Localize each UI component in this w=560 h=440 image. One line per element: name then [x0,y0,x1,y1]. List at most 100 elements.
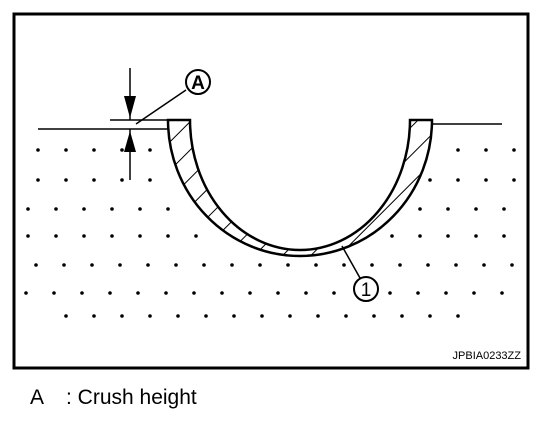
housing-dot [138,234,142,238]
housing-dot [82,234,86,238]
housing-dot [176,314,180,318]
housing-dot [92,314,96,318]
diagram-frame [12,12,530,370]
housing-dot [120,178,124,182]
housing-dot [344,314,348,318]
housing-dot [148,178,152,182]
housing-dot [80,291,84,295]
legend-text: : Crush height [66,386,197,409]
housing-dot [456,178,460,182]
housing-dot [166,207,170,211]
housing-dot [258,263,262,267]
housing-dot [230,263,234,267]
housing-dot [390,234,394,238]
housing-dot [388,291,392,295]
housing-dot-pattern [24,148,516,318]
housing-dot [138,207,142,211]
housing-dot [136,291,140,295]
housing-dot [92,178,96,182]
housing-dot [472,291,476,295]
housing-dot [446,207,450,211]
housing-dot [146,263,150,267]
housing-dot [512,178,516,182]
housing-dot [34,263,38,267]
housing-dot [512,148,516,152]
housing-dot [26,207,30,211]
housing-dot [90,263,94,267]
housing-dot [24,291,28,295]
housing-dot [120,314,124,318]
housing-dot [456,148,460,152]
housing-dot [148,148,152,152]
housing-dot [36,148,40,152]
housing-dot [482,263,486,267]
housing-dot [428,178,432,182]
housing-dot [444,291,448,295]
housing-dot [304,291,308,295]
housing-dot [52,291,56,295]
housing-dot [502,207,506,211]
housing-dot [110,207,114,211]
housing-dot [260,314,264,318]
housing-dot [400,314,404,318]
housing-dot [474,234,478,238]
housing-dot [54,234,58,238]
bearing-crush-diagram: A 1 JPBIA0233ZZ [12,12,530,370]
housing-dot [36,178,40,182]
housing-dot [194,234,198,238]
housing-dot [64,314,68,318]
housing-dot [148,314,152,318]
housing-dot [418,234,422,238]
housing-dot [454,263,458,267]
housing-dot [204,314,208,318]
housing-dot [64,148,68,152]
housing-dot [418,207,422,211]
housing-dot [316,314,320,318]
housing-dot [166,234,170,238]
housing-dot [500,291,504,295]
housing-dot [192,291,196,295]
figure-id: JPBIA0233ZZ [453,350,522,362]
housing-dot [446,234,450,238]
callout-1-label: 1 [361,280,372,301]
housing-dot [510,263,514,267]
housing-dot [202,263,206,267]
housing-dot [64,178,68,182]
housing-dot [426,263,430,267]
housing-dot [118,263,122,267]
housing-dot [484,148,488,152]
housing-dot [332,291,336,295]
callout-1: 1 [341,245,379,302]
housing-dot [286,263,290,267]
housing-dot [220,291,224,295]
housing-dot [62,263,66,267]
housing-dot [288,314,292,318]
housing-dot [484,178,488,182]
housing-dot [110,234,114,238]
legend-key: A [30,386,45,409]
housing-dot [370,263,374,267]
housing-dot [120,148,124,152]
bearing-shell [166,118,434,258]
housing-dot [164,291,168,295]
callout-a: A [135,69,211,125]
housing-dot [26,234,30,238]
housing-dot [502,234,506,238]
housing-dot [54,207,58,211]
housing-dot [456,314,460,318]
housing-dot [416,291,420,295]
crush-height-dimension [124,68,136,180]
housing-dot [342,263,346,267]
housing-dot [314,263,318,267]
housing-dot [276,291,280,295]
housing-dot [398,263,402,267]
housing-dot [474,207,478,211]
housing-dot [82,207,86,211]
housing-dot [92,148,96,152]
housing-dot [232,314,236,318]
housing-dot [372,314,376,318]
legend: A : Crush height [30,386,197,410]
callout-a-label: A [191,73,205,94]
housing-dot [108,291,112,295]
housing-dot [248,291,252,295]
